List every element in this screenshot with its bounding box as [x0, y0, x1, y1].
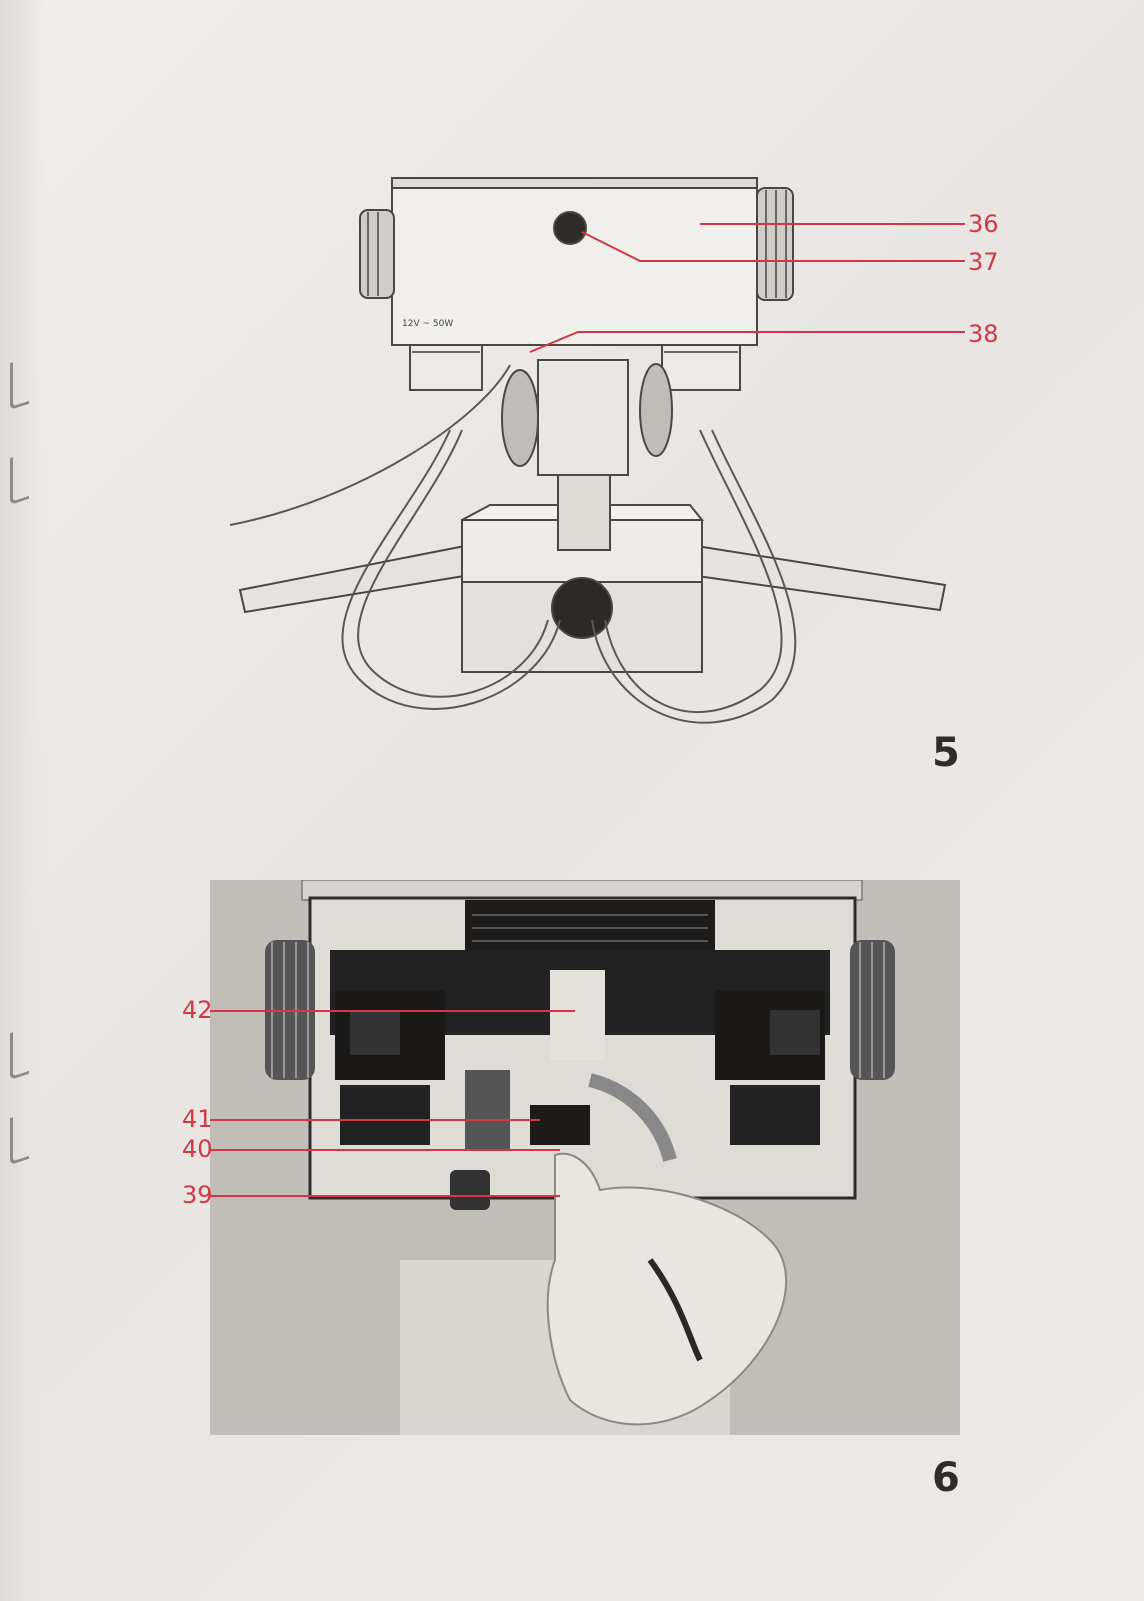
leader-line-37 [529, 231, 965, 353]
callout-39: 39 [182, 1181, 213, 1209]
panel-text: 12V ~ 50W [402, 319, 454, 329]
figure-number: 6 [932, 1455, 960, 1501]
staple [10, 1111, 29, 1166]
callout-40: 40 [182, 1135, 213, 1163]
leader-line [210, 1119, 540, 1121]
figure-number: 5 [932, 730, 960, 776]
leader-line [210, 1010, 575, 1012]
leader-line [210, 1149, 560, 1151]
binding-edge [0, 0, 44, 1601]
figure-5-illustration [229, 177, 947, 724]
photo-contents [210, 880, 960, 1435]
callout-41: 41 [182, 1105, 213, 1133]
callout-37: 37 [968, 248, 999, 276]
callout-38: 38 [968, 320, 999, 348]
callout-36: 36 [968, 210, 999, 238]
figure-6-photo [210, 880, 960, 1435]
leader-line [700, 223, 965, 225]
staple [10, 1026, 29, 1081]
callout-42: 42 [182, 996, 213, 1024]
leader-line [210, 1195, 560, 1197]
